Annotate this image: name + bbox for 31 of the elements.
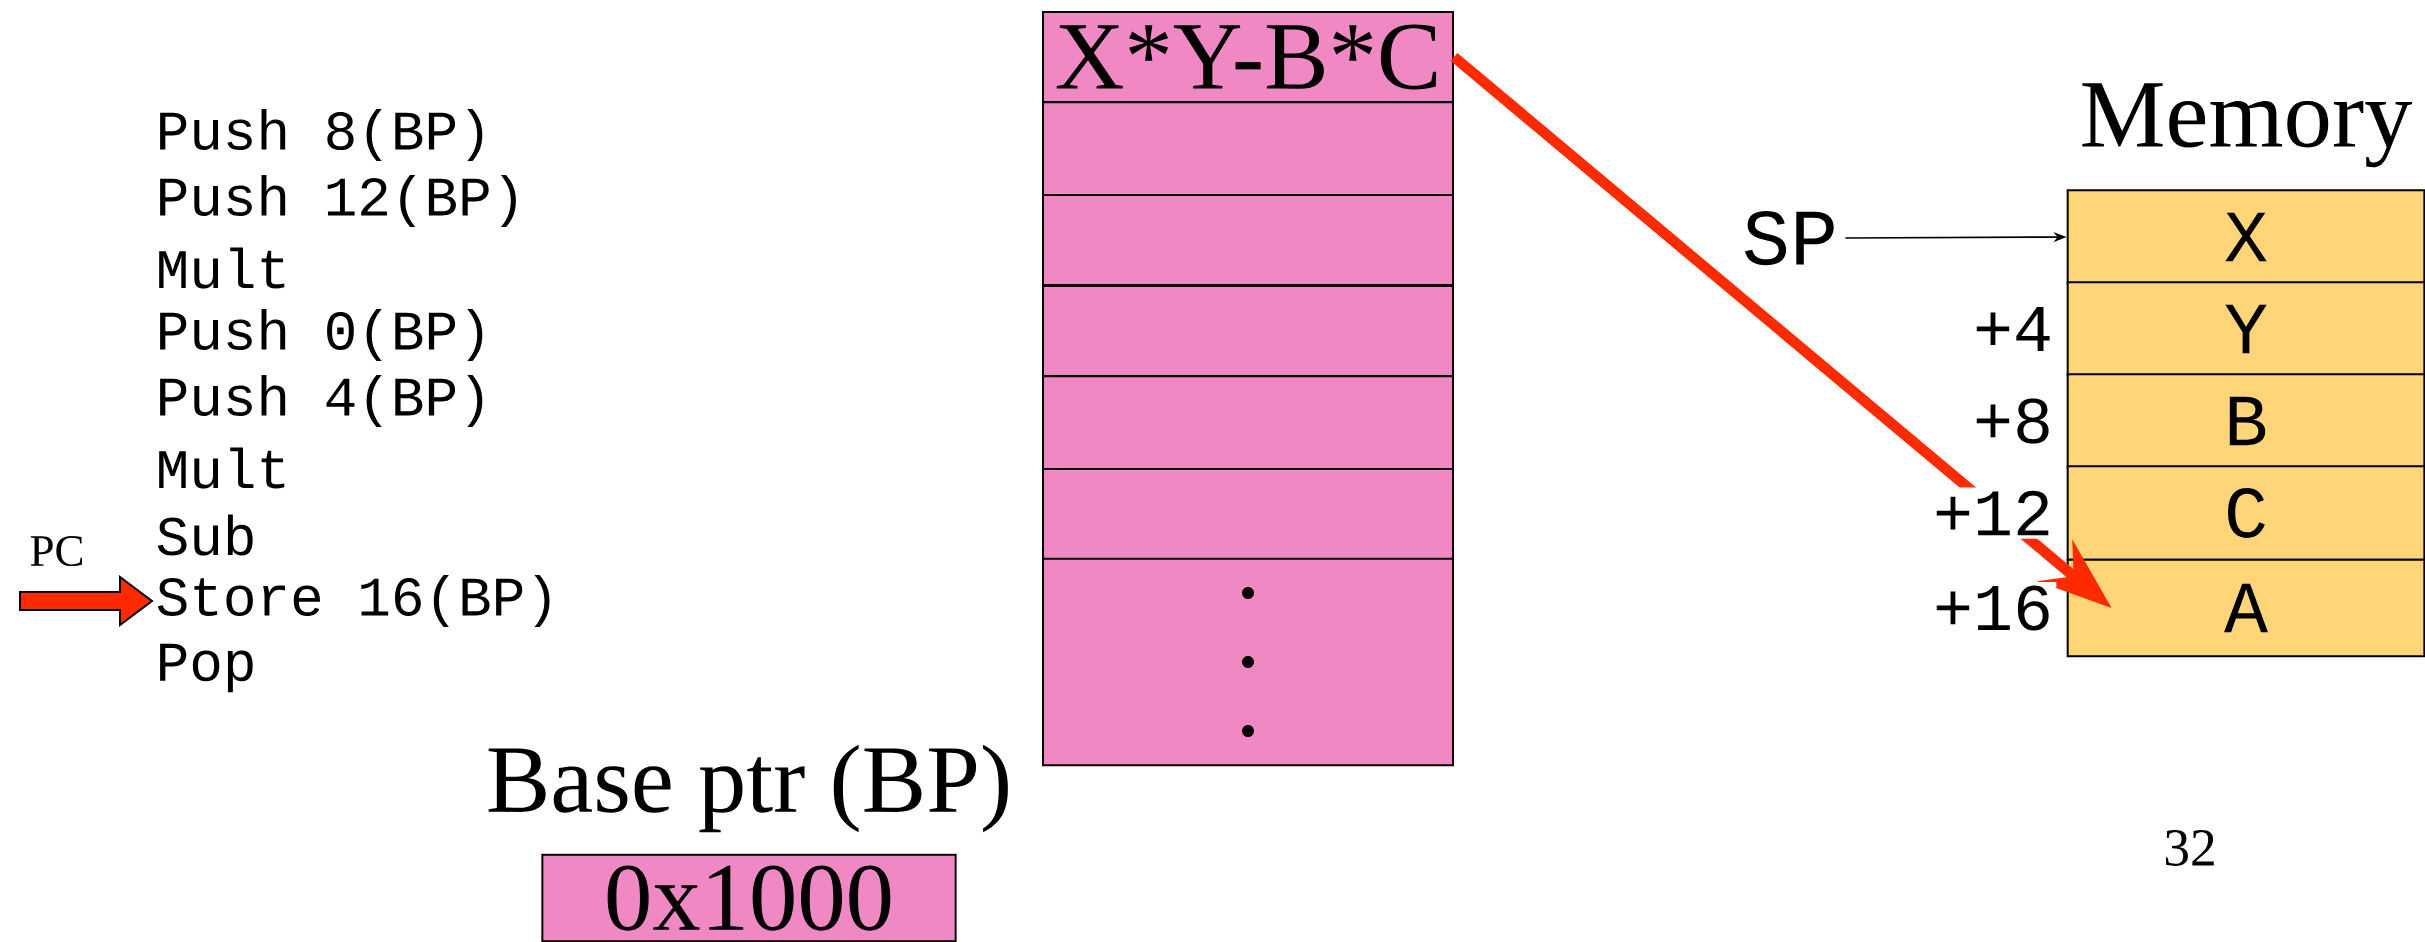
- code-line: Store 16(BP): [157, 574, 550, 628]
- offset-label: +4: [1969, 303, 2057, 355]
- offset-label: +12: [1929, 487, 2057, 539]
- code-line: Mult: [159, 247, 285, 289]
- code-line: Push 12(BP): [160, 174, 516, 228]
- memory-cell: X: [2066, 189, 2425, 285]
- code-line: Push 4(BP): [160, 374, 483, 428]
- stack-cell: [1042, 101, 1454, 197]
- memory-cell: Y: [2066, 281, 2425, 377]
- register-box: 0x1000: [541, 853, 957, 942]
- memory-cell: B: [2066, 373, 2425, 469]
- page-number: 32: [2165, 830, 2214, 866]
- stack-cell: [1042, 375, 1454, 471]
- memory-cell: A: [2066, 558, 2425, 658]
- stack-cell: X*Y-B*C: [1042, 11, 1454, 103]
- code-line: Push 8(BP): [160, 108, 483, 162]
- stack-cell: [1042, 468, 1454, 560]
- stack-cell: [1042, 194, 1454, 286]
- register-heading: Base ptr (BP): [488, 744, 1008, 833]
- offset-label: +8: [1969, 395, 2057, 447]
- block-arrow: [19, 575, 154, 628]
- code-line: Push 0(BP): [160, 308, 483, 362]
- stack-cell: [1042, 285, 1454, 377]
- memory-heading: Memory: [2082, 83, 2413, 168]
- code-line: Mult: [159, 447, 285, 489]
- code-line: Pop: [160, 643, 253, 693]
- pointer-label: SP: [1745, 210, 1834, 266]
- edge-label: PC: [26, 532, 88, 570]
- code-line: Sub: [157, 514, 253, 556]
- offset-label: +16: [1929, 582, 2057, 634]
- memory-cell: C: [2066, 465, 2425, 561]
